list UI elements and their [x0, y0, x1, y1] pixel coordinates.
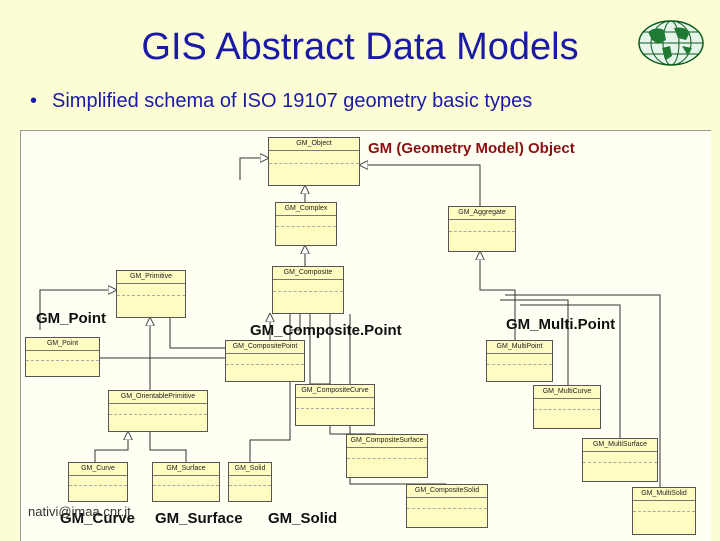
caption-surface: GM_Surface	[155, 510, 243, 527]
caption-multi-point: GM_Multi.Point	[506, 316, 616, 333]
gm-complex-class: GM_Complex	[275, 202, 337, 246]
gm-composite-point-class: GM_CompositePoint	[225, 340, 305, 382]
gm-multi-curve-class-name: GM_MultiCurve	[534, 386, 600, 399]
gm-composite-curve-class: GM_CompositeCurve	[295, 384, 375, 426]
gm-multi-surface-class: GM_MultiSurface	[582, 438, 658, 482]
gm-surface-class: GM_Surface	[152, 462, 220, 502]
gm-orientable-primitive-class: GM_OrientablePrimitive	[108, 390, 208, 432]
gm-object-class: GM_Object	[268, 137, 360, 186]
gm-multi-surface-class-name: GM_MultiSurface	[583, 439, 657, 452]
gm-composite-class-name: GM_Composite	[273, 267, 343, 280]
gm-solid-class: GM_Solid	[228, 462, 272, 502]
slide-title: GIS Abstract Data Models	[141, 26, 579, 68]
caption-composite-point: GM_Composite.Point	[250, 322, 402, 339]
gm-point-class: GM_Point	[25, 337, 100, 377]
gm-aggregate-class-name: GM_Aggregate	[449, 207, 515, 220]
gm-composite-curve-class-name: GM_CompositeCurve	[296, 385, 374, 398]
gm-complex-class-name: GM_Complex	[276, 203, 336, 216]
gm-composite-surface-class-name: GM_CompositeSurface	[347, 435, 427, 448]
gm-multi-point-class-name: GM_MultiPoint	[487, 341, 552, 354]
gm-composite-solid-class: GM_CompositeSolid	[406, 484, 488, 528]
gm-solid-class-name: GM_Solid	[229, 463, 271, 476]
gm-composite-surface-class: GM_CompositeSurface	[346, 434, 428, 478]
gm-multi-curve-class: GM_MultiCurve	[533, 385, 601, 429]
gm-primitive-class: GM_Primitive	[116, 270, 186, 318]
gm-multi-point-class: GM_MultiPoint	[486, 340, 553, 382]
gm-point-class-name: GM_Point	[26, 338, 99, 351]
gm-curve-class: GM_Curve	[68, 462, 128, 502]
gm-multi-solid-class: GM_MultiSolid	[632, 487, 696, 535]
caption-solid: GM_Solid	[268, 510, 338, 527]
bullet-text: Simplified schema of ISO 19107 geometry …	[52, 90, 533, 112]
caption-curve: GM_Curve	[60, 510, 136, 527]
caption-object: GM (Geometry Model) Object	[368, 140, 575, 157]
gm-curve-class-name: GM_Curve	[69, 463, 127, 476]
gm-composite-class: GM_Composite	[272, 266, 344, 314]
caption-point: GM_Point	[36, 310, 106, 327]
bullet-dot: •	[30, 90, 38, 112]
globe-grid-icon	[638, 20, 704, 66]
author-email: nativi@imaa.cnr.it	[28, 504, 131, 519]
gm-primitive-class-name: GM_Primitive	[117, 271, 185, 284]
gm-surface-class-name: GM_Surface	[153, 463, 219, 476]
bullet-item: • Simplified schema of ISO 19107 geometry…	[30, 90, 532, 113]
gm-aggregate-class: GM_Aggregate	[448, 206, 516, 252]
gm-orientable-primitive-class-name: GM_OrientablePrimitive	[109, 391, 207, 404]
gm-object-class-name: GM_Object	[269, 138, 359, 151]
gm-composite-solid-class-name: GM_CompositeSolid	[407, 485, 487, 498]
gm-composite-point-class-name: GM_CompositePoint	[226, 341, 304, 354]
gm-multi-solid-class-name: GM_MultiSolid	[633, 488, 695, 501]
